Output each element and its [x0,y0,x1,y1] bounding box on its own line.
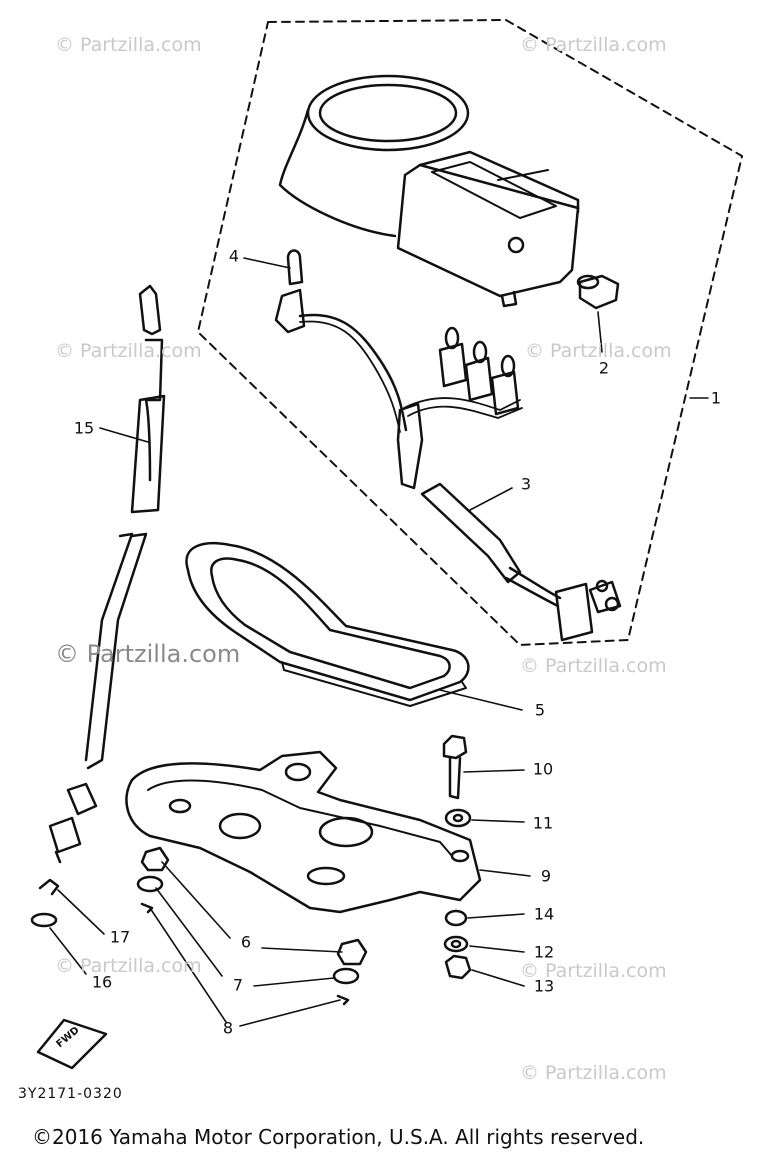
leader-13 [471,969,525,987]
fwd-arrow [36,1018,108,1070]
callout-17: 17 [109,927,131,947]
leader-6b [261,947,343,953]
clip-8a [140,902,154,914]
washer-7b [332,967,360,985]
pin [38,878,60,896]
leader-3 [469,487,513,511]
leader-17 [57,889,105,935]
bolt [442,734,468,800]
bulb [286,249,304,286]
washer-12 [443,935,469,953]
circlip [30,912,58,928]
socket-harness [274,288,523,490]
leader-7 [155,887,223,977]
washer-7a [136,875,164,893]
callout-13: 13 [533,976,555,996]
grommet-6a [140,846,170,872]
nut-13 [444,954,472,980]
leader-5 [439,689,523,711]
watermark: © Partzilla.com [55,340,202,362]
callout-16: 16 [91,972,113,992]
callout-6: 6 [240,932,252,952]
callout-3: 3 [520,474,532,494]
watermark: © Partzilla.com [525,340,672,362]
watermark: © Partzilla.com [55,955,202,977]
callout-4: 4 [228,246,240,266]
watermark: © Partzilla.com [55,34,202,56]
callout-14: 14 [533,904,555,924]
watermark: © Partzilla.com [55,640,241,668]
washer-11 [444,808,472,828]
leader-7b [253,977,335,987]
callout-5: 5 [534,700,546,720]
washer-14 [444,909,468,927]
watermark: © Partzilla.com [520,34,667,56]
leader-2 [597,311,603,353]
callout-10: 10 [532,759,554,779]
leader-12 [469,945,525,953]
callout-1: 1 [710,388,722,408]
leader-4 [243,257,291,269]
wire-harness [420,482,622,642]
meter-assembly [278,74,580,308]
watermark: © Partzilla.com [520,655,667,677]
leader-11 [471,819,525,823]
leader-16 [49,927,87,975]
rubber-gasket [185,542,470,707]
callout-7: 7 [232,975,244,995]
knob [576,274,620,310]
leader-14 [467,913,525,919]
watermark: © Partzilla.com [520,960,667,982]
callout-11: 11 [532,813,554,833]
clip-8b [336,994,350,1006]
callout-12: 12 [533,942,555,962]
callout-2: 2 [598,358,610,378]
callout-9: 9 [540,866,552,886]
callout-15: 15 [73,418,95,438]
speedometer-cable [48,284,166,864]
leader-15 [99,427,149,443]
leader-8b [239,999,341,1027]
callout-8: 8 [222,1018,234,1038]
assembly-boundary [197,19,743,646]
drawing-code: 3Y2171-0320 [18,1086,123,1102]
grommet-6b [336,938,368,966]
leader-6 [161,861,231,939]
leader-9 [479,869,531,877]
indicator-sockets [438,326,520,416]
copyright: ©2016 Yamaha Motor Corporation, U.S.A. A… [32,1125,645,1149]
watermark: © Partzilla.com [520,1062,667,1084]
leader-10 [463,769,525,773]
leader-8 [149,907,227,1023]
meter-bracket [125,750,482,914]
